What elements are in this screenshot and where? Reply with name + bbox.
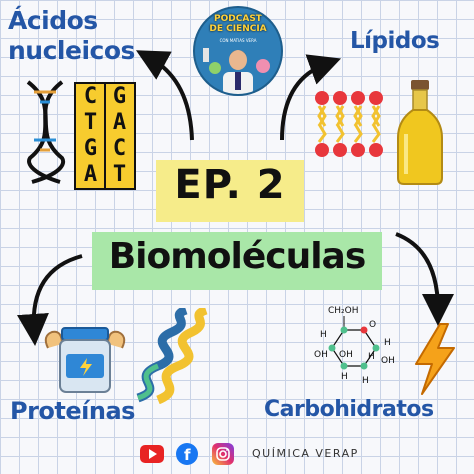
dna-letter: A xyxy=(83,162,98,187)
protein-jar-icon xyxy=(44,327,126,393)
topic-title: Biomoléculas xyxy=(108,236,367,277)
glucose-o: O xyxy=(369,320,377,330)
dna-letter: A xyxy=(112,110,127,135)
dna-letter: T xyxy=(112,162,127,187)
glucose-h: H xyxy=(341,372,348,382)
dna-letter: G xyxy=(83,136,98,161)
lightning-bolt-icon xyxy=(415,323,455,395)
svg-text:f: f xyxy=(184,446,191,464)
glucose-h: H xyxy=(320,330,327,340)
acidos-line2: nucleicos xyxy=(8,36,135,65)
glucose-ch2oh: CH₂OH xyxy=(328,306,359,316)
podcast-title: PODCAST DE CIENCIA xyxy=(195,14,281,34)
dna-letter: G xyxy=(112,84,127,109)
episode-label: EP. 2 xyxy=(174,162,286,208)
podcast-title-line2: DE CIENCIA xyxy=(209,24,267,34)
glucose-oh: OH xyxy=(314,350,328,360)
arrow-to-lipidos xyxy=(280,54,342,141)
podcast-title-line1: PODCAST xyxy=(214,14,262,24)
dna-letter: C xyxy=(112,136,127,161)
dna-letter: C xyxy=(83,84,98,109)
dna-letter: T xyxy=(83,110,98,135)
glucose-oh: OH xyxy=(339,350,353,360)
podcast-subtitle: CON MATIAS VERA xyxy=(219,38,257,43)
arrow-to-carbohidratos xyxy=(395,232,454,326)
instagram-icon[interactable] xyxy=(212,443,234,465)
episode-highlight xyxy=(156,160,304,222)
channel-name: QUÍMICA VERAP xyxy=(252,447,359,460)
glucose-ring-icon xyxy=(328,316,380,370)
protein-helix-icon xyxy=(136,308,208,404)
glucose-structure: CH₂OH O H H OH OH H OH H H xyxy=(306,302,402,390)
carbohidratos-title: Carbohidratos xyxy=(264,397,434,422)
glucose-oh: OH xyxy=(381,356,395,366)
podcast-host-illustration xyxy=(203,48,270,94)
glucose-h: H xyxy=(368,352,375,362)
glucose-h: H xyxy=(384,338,391,348)
facebook-icon[interactable]: f xyxy=(176,443,198,465)
arrow-to-acidos xyxy=(135,50,194,141)
arrow-to-proteinas xyxy=(16,254,83,346)
acidos-line1: Ácidos xyxy=(8,6,98,35)
lipidos-title: Lípidos xyxy=(350,28,440,54)
podcast-logo: PODCAST DE CIENCIA CON MATIAS VERA xyxy=(193,6,283,96)
glucose-h: H xyxy=(362,376,369,386)
acidos-nucleicos-title: Ácidos nucleicos xyxy=(8,6,135,66)
dna-helix-icon xyxy=(26,80,66,184)
proteinas-title: Proteínas xyxy=(10,397,135,425)
youtube-icon[interactable] xyxy=(140,445,164,463)
topic-highlight xyxy=(92,232,382,290)
lipid-bilayer-icon xyxy=(315,91,383,157)
dna-letters-box: C G T A G C A T xyxy=(74,82,136,190)
oil-bottle-icon xyxy=(397,80,443,185)
